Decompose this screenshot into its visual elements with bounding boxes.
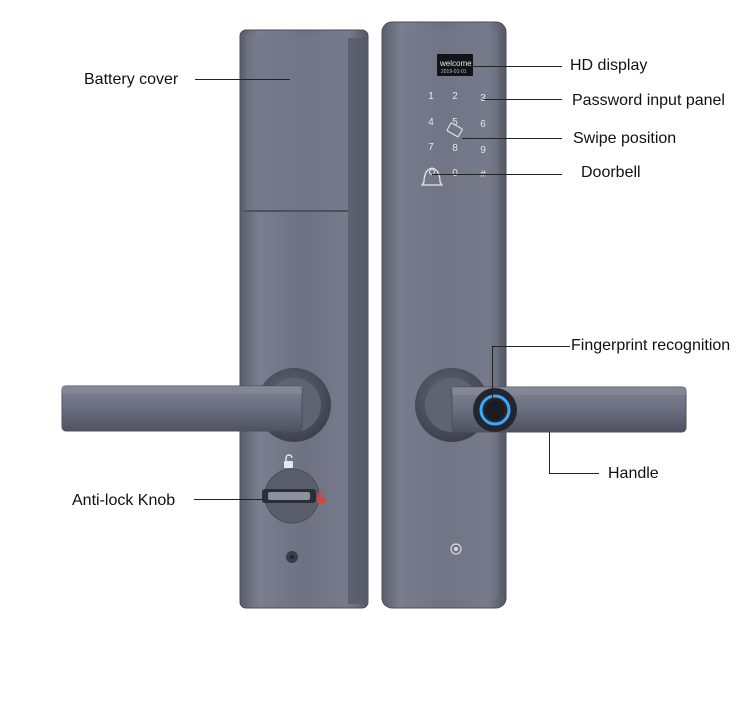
key-9[interactable]: 9 [480, 145, 486, 156]
key-7[interactable]: 7 [428, 142, 434, 153]
label-hd-display: HD display [570, 57, 648, 74]
leader-password-panel [484, 99, 562, 100]
key-5[interactable]: 5 [452, 117, 458, 128]
key-4[interactable]: 4 [428, 117, 434, 128]
leader-hd-display [470, 66, 562, 67]
label-password-panel: Password input panel [572, 92, 725, 109]
leader-handle-v [549, 432, 550, 473]
display-message: welcome [440, 59, 472, 68]
key-1[interactable]: 1 [428, 91, 434, 102]
key-0[interactable]: 0 [448, 168, 462, 179]
back-panel [61, 29, 369, 609]
label-anti-lock-knob: Anti-lock Knob [72, 492, 176, 509]
battery-cover-seam [244, 210, 348, 212]
leader-fingerprint-h [492, 346, 570, 347]
label-handle: Handle [608, 465, 659, 482]
lock-padlock-icon [317, 491, 325, 503]
leader-fingerprint-v [492, 346, 493, 402]
label-doorbell: Doorbell [581, 164, 641, 181]
card-swipe-icon [446, 122, 463, 138]
battery-cover [246, 34, 346, 210]
unlock-padlock-icon [284, 454, 293, 468]
display-date: 2019-01-01 [441, 69, 467, 75]
key-2[interactable]: 2 [452, 91, 458, 102]
key-3[interactable]: 3 [480, 93, 486, 104]
leader-anti-lock-knob [194, 499, 264, 500]
brand-logo-icon [450, 543, 462, 555]
leader-swipe-position [462, 138, 562, 139]
label-swipe-position: Swipe position [573, 130, 677, 147]
key-6[interactable]: 6 [480, 119, 486, 130]
key-8[interactable]: 8 [452, 143, 458, 154]
label-fingerprint: Fingerprint recognition [571, 337, 731, 354]
label-battery-cover: Battery cover [84, 71, 179, 88]
leader-doorbell [432, 174, 562, 175]
front-panel [381, 21, 687, 609]
leader-battery-cover [195, 79, 290, 80]
leader-handle-h [549, 473, 599, 474]
hd-display [437, 54, 473, 76]
